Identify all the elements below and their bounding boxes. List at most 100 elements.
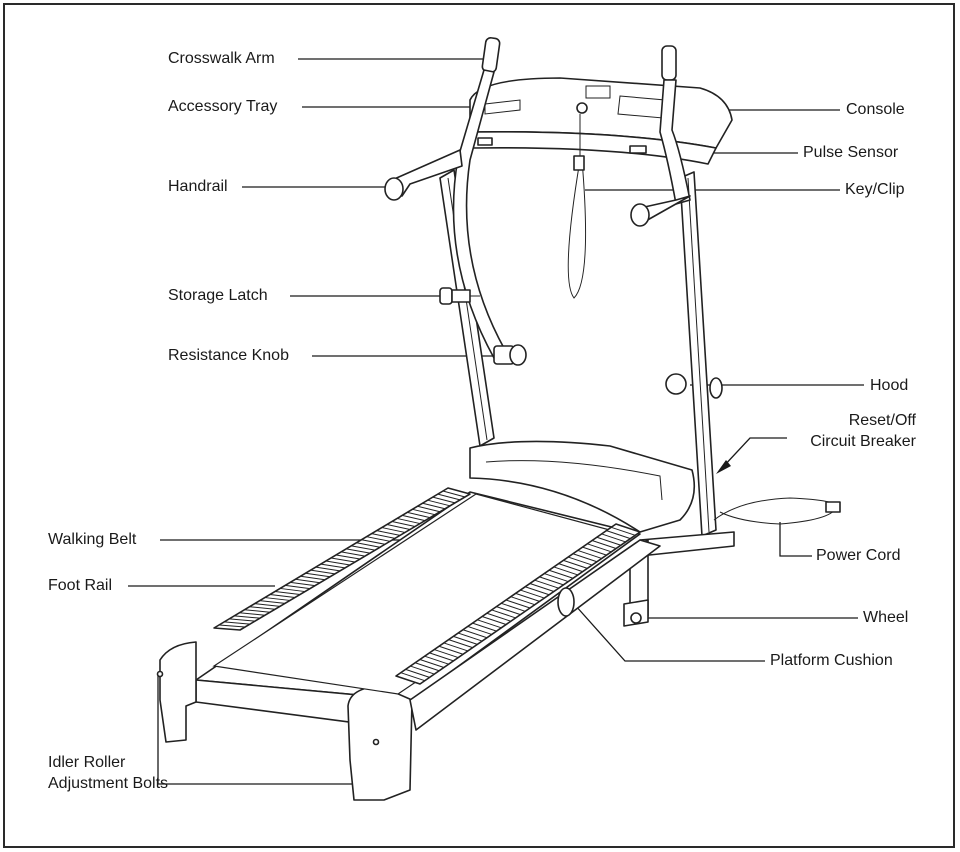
label-foot-rail: Foot Rail: [48, 577, 113, 594]
foot-rail-slat: [462, 629, 488, 639]
power-cord: [713, 497, 841, 525]
foot-rail-slat: [496, 606, 521, 616]
foot-rail-slat: [410, 665, 435, 675]
foot-rail-slat: [259, 600, 286, 604]
wheel: [630, 612, 642, 624]
foot-rail-slat: [407, 511, 431, 519]
foot-rail-slat: [606, 530, 631, 540]
label-walking-belt: Walking Belt: [48, 531, 137, 548]
label-idler-roller-line2: Adjustment Bolts: [48, 775, 169, 792]
foot-rail-slat: [264, 597, 291, 601]
foot-rail-slat: [422, 502, 446, 510]
foot-rail-slat: [224, 621, 251, 625]
foot-rail-slat: [467, 625, 492, 635]
label-console: Console: [846, 101, 905, 118]
foot-rail-slat: [290, 581, 316, 587]
foot-rail-slat: [515, 592, 540, 602]
foot-rail-slat: [443, 642, 468, 652]
label-crosswalk-arm: Crosswalk Arm: [168, 50, 275, 67]
foot-rail-slat: [244, 609, 271, 613]
foot-rail-slat: [402, 514, 426, 522]
foot-rail-slat: [249, 606, 276, 610]
foot-rail-slat: [386, 524, 411, 530]
label-handrail: Handrail: [168, 178, 228, 195]
foot-rail-slat: [572, 553, 598, 563]
foot-rail-slat: [432, 496, 456, 504]
label-accessory-tray: Accessory Tray: [168, 98, 278, 115]
foot-rail-slat: [558, 563, 583, 573]
foot-rail-slat: [601, 533, 626, 543]
foot-rail-slat: [405, 668, 430, 678]
foot-rail-slat: [371, 533, 396, 539]
foot-rail-slat: [285, 584, 311, 590]
foot-rail-slat: [280, 587, 306, 593]
foot-rail-slat: [534, 579, 559, 589]
label-reset-off-line1: Reset/Off: [848, 412, 916, 429]
foot-rail-slat: [563, 559, 588, 569]
label-power-cord: Power Cord: [816, 547, 901, 564]
foot-rail-slat: [486, 612, 512, 622]
foot-rail-slat: [510, 596, 535, 606]
foot-rail-slat: [419, 659, 445, 668]
foot-rail-slat: [424, 655, 449, 665]
foot-rail-slat: [505, 599, 531, 609]
foot-rail-slat: [381, 527, 406, 533]
foot-rail-slat: [376, 530, 401, 536]
foot-rail-slat: [269, 594, 296, 598]
foot-rail-slat: [491, 609, 516, 619]
label-resistance-knob: Resistance Knob: [168, 347, 289, 364]
foot-rail-slat: [351, 545, 376, 551]
foot-rail-slat: [442, 490, 466, 498]
foot-rail-slat: [320, 563, 346, 569]
foot-rail-slat: [295, 578, 321, 584]
foot-rail-slat: [434, 649, 459, 659]
foot-rail-right: [395, 523, 641, 685]
foot-rail-slat: [587, 543, 612, 553]
foot-rail-slat: [254, 603, 281, 607]
foot-rail-slat: [472, 622, 497, 632]
foot-rail-slat: [477, 619, 502, 629]
foot-rail-slat: [300, 575, 326, 581]
key-clip: [567, 114, 587, 299]
label-idler-roller-adjustment-bolts: Idler Roller Adjustment Bolts: [48, 752, 168, 794]
foot-rail-slat: [596, 536, 622, 546]
upright-right: [679, 171, 717, 537]
foot-rail-slat: [341, 551, 366, 557]
label-reset-off-circuit-breaker: Reset/Off Circuit Breaker: [780, 410, 916, 452]
handrail-left: [384, 149, 463, 201]
foot-rail-slat: [453, 635, 478, 645]
foot-rail-slat: [577, 549, 602, 559]
foot-rail-slat: [356, 542, 381, 548]
foot-rail-slat: [611, 526, 636, 536]
label-wheel: Wheel: [863, 609, 909, 626]
foot-rail-slat: [438, 645, 464, 655]
foot-rail-slat: [336, 554, 361, 560]
foot-rail-slat: [520, 589, 545, 599]
foot-rail-slat: [582, 546, 607, 556]
storage-latch: [439, 287, 480, 305]
foot-rail-slat: [568, 556, 593, 566]
foot-rail-slat: [391, 520, 416, 528]
foot-rail-slat: [412, 508, 436, 516]
idler-roller-bolts: [156, 670, 380, 746]
crosswalk-arm-right: [659, 45, 691, 205]
resistance-knob: [493, 344, 527, 366]
foot-rail-slat: [397, 517, 421, 525]
foot-rail-slat: [274, 590, 301, 596]
console: [469, 77, 733, 165]
foot-rail-slat: [427, 499, 451, 507]
foot-rail-slat: [501, 602, 526, 612]
label-storage-latch: Storage Latch: [168, 287, 268, 304]
foot-rail-slat: [481, 616, 507, 625]
foot-rail-slat: [229, 618, 256, 622]
foot-rail-slat: [346, 548, 371, 554]
foot-rail-slat: [417, 505, 441, 513]
foot-rail-slat: [553, 566, 578, 576]
foot-rail-slat: [330, 557, 356, 563]
label-reset-off-line2: Circuit Breaker: [810, 433, 916, 450]
foot-rail-slat: [414, 662, 440, 672]
foot-rail-slat: [591, 540, 617, 549]
label-hood: Hood: [870, 377, 909, 394]
foot-rail-slat: [429, 652, 454, 662]
